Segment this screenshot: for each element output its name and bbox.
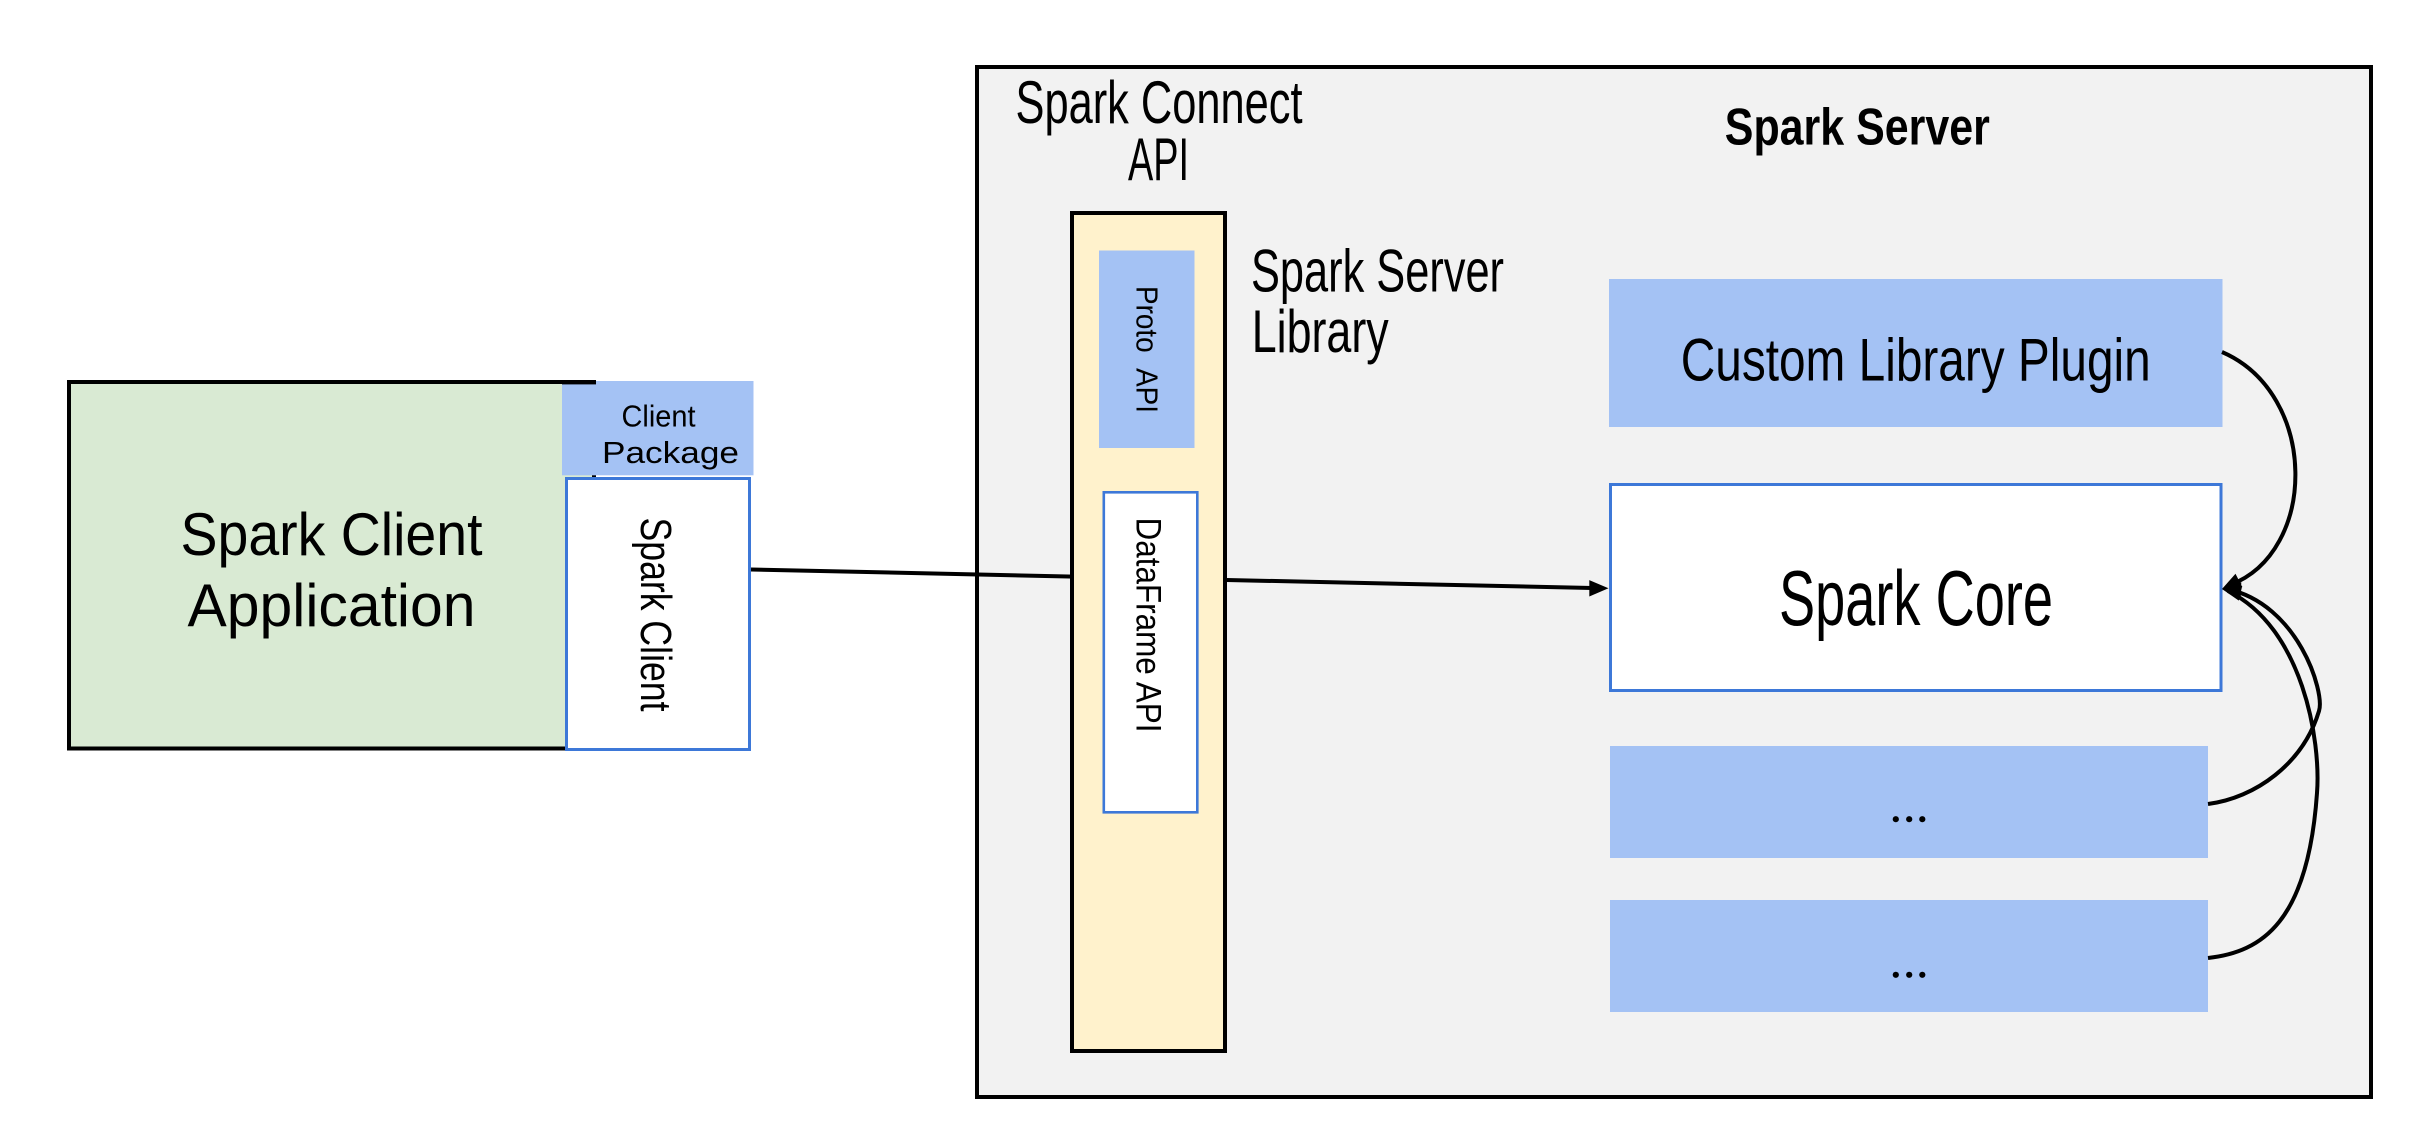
- svg-text:Spark Connect: Spark Connect: [1016, 69, 1303, 136]
- svg-text:Spark Client: Spark Client: [181, 501, 483, 568]
- svg-text:Spark Server: Spark Server: [1725, 99, 1990, 157]
- svg-text:Proto API: Proto API: [1129, 286, 1164, 413]
- svg-text:Spark Client: Spark Client: [631, 518, 680, 712]
- svg-text:Application: Application: [188, 572, 476, 639]
- svg-text:Library: Library: [1252, 298, 1389, 365]
- svg-text:Package: Package: [602, 435, 739, 470]
- svg-text:DataFrame API: DataFrame API: [1128, 518, 1167, 733]
- svg-text:Custom Library Plugin: Custom Library Plugin: [1681, 327, 2151, 394]
- svg-text:Spark Server: Spark Server: [1251, 238, 1504, 305]
- svg-text:Client: Client: [622, 398, 696, 433]
- svg-text:API: API: [1128, 126, 1189, 193]
- svg-text:Spark Core: Spark Core: [1779, 554, 2053, 642]
